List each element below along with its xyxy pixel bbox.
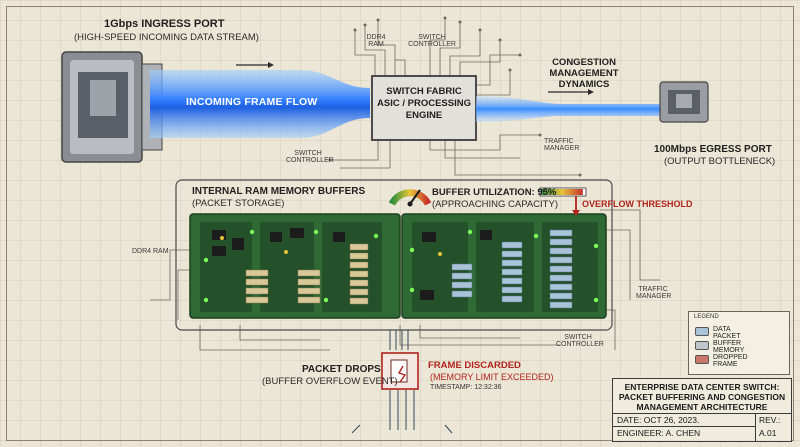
- incoming-beam: [150, 70, 370, 138]
- ddr4-top-line2: RAM: [368, 41, 384, 48]
- title-block-divider: [613, 426, 755, 427]
- egress-port-graphic: [659, 81, 709, 123]
- switch-controller-bottom-line1: SWITCH: [564, 334, 592, 341]
- switch-controller-left-line2: CONTROLLER: [286, 157, 334, 164]
- congestion-label: CONGESTION MANAGEMENT DYNAMICS: [540, 57, 628, 90]
- drops-title: PACKET DROPS: [302, 364, 381, 375]
- switch-top-line1: SWITCH: [418, 34, 446, 41]
- legend-label: DROPPED FRAME: [713, 354, 748, 368]
- discard-title: FRAME DISCARDED: [428, 360, 521, 371]
- fabric-label: SWITCH FABRIC ASIC / PROCESSING ENGINE: [372, 86, 476, 122]
- memory-boards: [189, 213, 607, 319]
- legend-label: BUFFER MEMORY: [713, 340, 745, 354]
- overflow-threshold-label: OVERFLOW THRESHOLD: [582, 199, 693, 209]
- fabric-chip: [371, 75, 477, 141]
- title-block-divider: [613, 413, 791, 414]
- egress-title: 100Mbps EGRESS PORT: [654, 144, 772, 155]
- title-block-date: DATE: OCT 26, 2023.: [617, 415, 700, 425]
- title-block-engineer: ENGINEER: A. CHEN: [617, 428, 701, 438]
- ddr4-top-line1: DDR4: [366, 34, 386, 41]
- switch-controller-left: SWITCH CONTROLLER: [286, 150, 334, 164]
- memory-subtitle: (PACKET STORAGE): [192, 198, 285, 209]
- title-block-divider: [755, 413, 756, 441]
- legend-swatch-data-packet: [695, 327, 709, 336]
- circuit-traces: [150, 18, 660, 351]
- flow-label: INCOMING FRAME FLOW: [186, 96, 318, 108]
- switch-controller-top-label: SWITCH CONTROLLER: [408, 34, 456, 48]
- switch-top-line2: CONTROLLER: [408, 41, 456, 48]
- fabric-line2: ASIC / PROCESSING: [377, 98, 471, 109]
- traffic-manager-right-line2: MANAGER: [636, 293, 672, 300]
- legend-box: LEGEND DATA PACKET BUFFER MEMORY DROPPED…: [688, 311, 790, 375]
- switch-controller-bottom-line2: CONTROLLER: [556, 341, 604, 348]
- congestion-line2: MANAGEMENT: [549, 68, 619, 79]
- legend-swatch-dropped-frame: [695, 355, 709, 364]
- egress-subtitle: (OUTPUT BOTTLENECK): [664, 156, 776, 167]
- drawing-border: [6, 6, 794, 441]
- ingress-subtitle: (HIGH-SPEED INCOMING DATA STREAM): [74, 32, 259, 43]
- utilization-title: BUFFER UTILIZATION: 95%: [432, 187, 557, 198]
- egress-beam: [476, 96, 660, 122]
- title-line2: PACKET BUFFERING AND CONGESTION: [618, 392, 786, 402]
- fabric-line3: ENGINE: [405, 110, 443, 121]
- utilization-subtitle: (APPROACHING CAPACITY): [432, 199, 558, 210]
- memory-section-box: [175, 179, 613, 331]
- traffic-manager-right: TRAFFIC MANAGER: [636, 286, 672, 300]
- ingress-port-graphic: [61, 51, 163, 163]
- title-line3: MANAGEMENT ARCHITECTURE: [636, 402, 768, 412]
- ddr4-top-label: DDR4 RAM: [364, 34, 388, 48]
- switch-controller-bottom: SWITCH CONTROLLER: [556, 334, 604, 348]
- ingress-title: 1Gbps INGRESS PORT: [104, 18, 225, 30]
- trace-nodes: [328, 16, 582, 177]
- traffic-manager-top-line2: MANAGER: [544, 145, 580, 152]
- switch-controller-left-line1: SWITCH: [294, 150, 322, 157]
- discard-icon: [381, 352, 419, 390]
- legend-swatch-buffer-memory: [695, 341, 709, 350]
- congestion-line1: CONGESTION: [552, 57, 616, 68]
- title-block-rev-value: A.01: [759, 428, 777, 438]
- title-block: ENTERPRISE DATA CENTER SWITCH: PACKET BU…: [612, 378, 792, 442]
- utilization-bar: [539, 187, 587, 197]
- ddr4-ram-left: DDR4 RAM: [132, 248, 169, 255]
- drop-lines: [389, 330, 415, 430]
- legend-label: DATA PACKET: [713, 326, 741, 340]
- traffic-manager-right-line1: TRAFFIC: [638, 286, 668, 293]
- title-block-heading: ENTERPRISE DATA CENTER SWITCH: PACKET BU…: [613, 382, 791, 412]
- discard-subtitle: (MEMORY LIMIT EXCEEDED): [430, 372, 554, 382]
- fabric-line1: SWITCH FABRIC: [386, 86, 462, 97]
- legend-title: LEGEND: [694, 314, 719, 320]
- title-block-rev-label: REV.:: [759, 415, 781, 425]
- congestion-line3: DYNAMICS: [558, 79, 610, 90]
- drops-subtitle: (BUFFER OVERFLOW EVENT): [262, 376, 398, 387]
- discard-timestamp: TIMESTAMP: 12:32:36: [430, 384, 502, 391]
- traffic-manager-top-line1: TRAFFIC: [544, 138, 574, 145]
- utilization-gauge: [388, 189, 432, 207]
- memory-title: INTERNAL RAM MEMORY BUFFERS: [192, 186, 366, 197]
- title-line1: ENTERPRISE DATA CENTER SWITCH:: [624, 382, 780, 392]
- traffic-manager-top: TRAFFIC MANAGER: [544, 138, 579, 152]
